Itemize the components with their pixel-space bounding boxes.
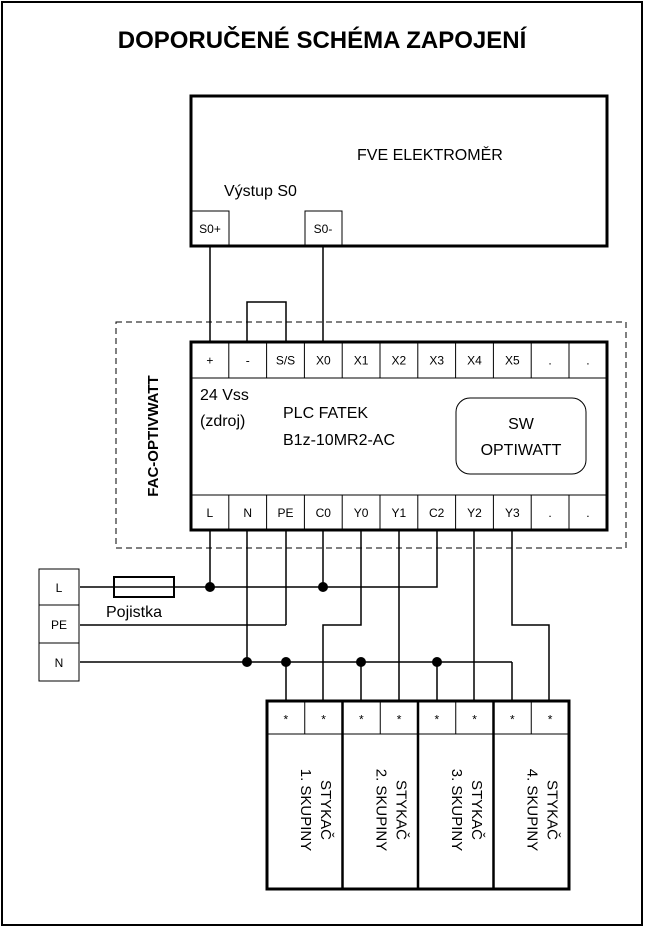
contactor-2-label-line1: STYKAČ <box>392 780 409 840</box>
plc-bottom-terminal-5: Y1 <box>392 506 407 520</box>
mains-terminal-pe-box <box>38 604 80 644</box>
meter-name: FVE ELEKTROMĚR <box>357 145 503 164</box>
plc-bottom-terminal-2: PE <box>277 506 293 520</box>
mains-terminal-n-box <box>38 642 80 682</box>
contactor-3-terminal-b: * <box>472 713 477 727</box>
meter-box <box>189 94 609 248</box>
plc-top-terminal-0: + <box>206 354 213 368</box>
plc-bottom-terminal-6: C2 <box>429 506 445 520</box>
meter-output-label: Výstup S0 <box>224 183 297 200</box>
contactor-3-label-line1: STYKAČ <box>468 780 485 840</box>
fve-meter: FVE ELEKTROMĚR Výstup S0 S0+ S0- <box>189 94 609 248</box>
meter-terminal-s0-plus: S0+ <box>199 222 221 236</box>
contactor-4-label-line2: 4. SKUPINY <box>523 769 540 852</box>
contactor-4-terminal-b: * <box>548 713 553 727</box>
mains-terminals: L PE N <box>38 568 80 682</box>
plc-bottom-terminal-3: C0 <box>316 506 332 520</box>
fuse: Pojistka <box>106 576 175 621</box>
mains-terminal-l-box <box>38 568 80 606</box>
contactor-2-label-line2: 2. SKUPINY <box>372 769 389 852</box>
plc-top-terminal-3: X0 <box>316 354 331 368</box>
contactor-1-terminal-b: * <box>321 713 326 727</box>
module-name: FAC-OPTIVWATT <box>145 375 162 496</box>
plc-bottom-terminal-4: Y0 <box>354 506 369 520</box>
fuse-label: Pojistka <box>106 604 162 621</box>
mains-terminal-pe: PE <box>51 618 67 632</box>
plc-bottom-terminals: L N PE C0 Y0 Y1 C2 Y2 Y3.. <box>207 495 590 530</box>
plc-bottom-terminal-8: Y3 <box>505 506 520 520</box>
sw-label-line2: OPTIWATT <box>481 442 562 459</box>
plc-top-terminal-4: X1 <box>354 354 369 368</box>
plc-top-terminal-9: . <box>548 354 551 368</box>
contactor-3-label-line2: 3. SKUPINY <box>448 769 465 852</box>
contactor-2-terminal-a: * <box>359 713 364 727</box>
diagram-title: DOPORUČENÉ SCHÉMA ZAPOJENÍ <box>118 26 528 54</box>
plc-top-terminal-6: X3 <box>429 354 444 368</box>
supply-label-line1: 24 Vss <box>200 387 249 404</box>
junction-dots <box>205 582 442 667</box>
module-dashed-boundary <box>115 321 627 549</box>
contactor-1-label-line1: STYKAČ <box>317 780 334 840</box>
plc-bottom-terminal-10: . <box>586 506 589 520</box>
fac-optivwatt-module: FAC-OPTIVWATT + - S/S X0 X1 X2 X3 X4 X5.. L N PE C0… <box>115 321 627 549</box>
contactor-3-terminal-a: * <box>435 713 440 727</box>
plc-model-line1: PLC FATEK <box>283 405 368 422</box>
meter-terminal-s0-minus: S0- <box>314 222 333 236</box>
plc-bottom-terminal-7: Y2 <box>467 506 482 520</box>
plc-top-terminal-2: S/S <box>276 354 295 368</box>
plc-bottom-terminal-9: . <box>548 506 551 520</box>
plc-top-terminal-5: X2 <box>392 354 407 368</box>
sw-optiwatt-box <box>455 397 587 475</box>
plc-top-terminal-10: . <box>586 354 589 368</box>
contactor-4-terminal-a: * <box>510 713 515 727</box>
plc-top-terminal-8: X5 <box>505 354 520 368</box>
plc-top-terminal-1: - <box>246 354 250 368</box>
plc-bottom-terminal-1: N <box>243 506 252 520</box>
supply-label-line2: (zdroj) <box>200 413 245 430</box>
sw-label-line1: SW <box>508 416 535 433</box>
contactor-2-terminal-b: * <box>397 713 402 727</box>
plc-bottom-terminal-0: L <box>207 506 214 520</box>
mains-terminal-l: L <box>56 581 63 595</box>
mains-terminal-n: N <box>55 656 64 670</box>
plc-top-terminals: + - S/S X0 X1 X2 X3 X4 X5.. <box>206 342 590 378</box>
meter-terminal-s0-plus-box <box>191 210 230 246</box>
contactor-4-label-line1: STYKAČ <box>543 780 560 840</box>
plc-top-terminal-7: X4 <box>467 354 482 368</box>
contactor-1-terminal-a: * <box>284 713 289 727</box>
contactor-1-label-line2: 1. SKUPINY <box>297 769 314 852</box>
plc-model-line2: B1z-10MR2-AC <box>283 432 395 449</box>
meter-terminal-s0-minus-box <box>304 210 343 246</box>
